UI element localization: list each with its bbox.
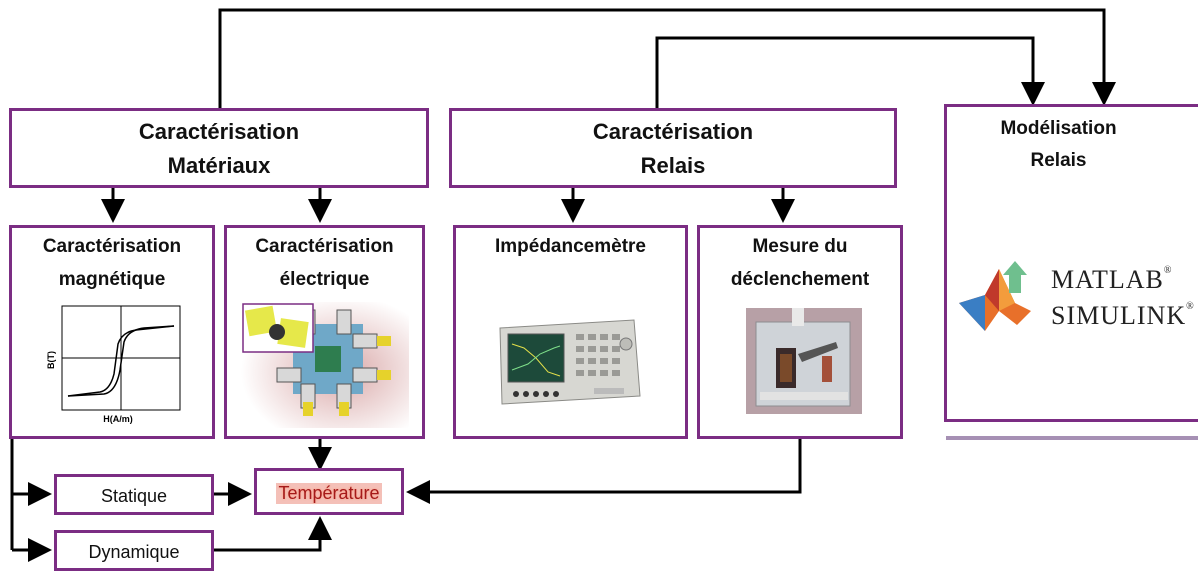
modelisation-title-line1: Modélisation [1000,118,1117,139]
magnetique-title-line1: Caractérisation [42,236,182,257]
relais-title-line1: Caractérisation [592,119,754,144]
impedance-analyzer-image [499,319,641,405]
logo-matlab-text: MATLAB® [1051,265,1173,294]
materiaux-title-line1: Caractérisation [138,119,300,144]
electrical-probe-photo [241,302,409,428]
electrique-title-line2: électrique [279,269,370,290]
modelisation-title-line2: Relais [1030,150,1087,171]
dynamique-label: Dynamique [88,542,180,562]
box-mesure-declenchement: Mesure du déclenchement [697,225,903,439]
materiaux-title-line2: Matériaux [167,153,271,178]
box-statique: Statique [54,474,214,515]
box-caracterisation-relais: Caractérisation Relais [449,108,897,188]
modelisation-shadow-line [946,436,1198,440]
bh-xlabel: H(A/m) [103,414,133,424]
box-caracterisation-materiaux: Caractérisation Matériaux [9,108,429,188]
box-dynamique: Dynamique [54,530,214,571]
bh-ylabel: B(T) [46,351,56,369]
box-caracterisation-magnetique: Caractérisation magnétique H(A/m) B(T) [9,225,215,439]
mesure-title-line2: déclenchement [730,269,870,290]
mesure-title-line1: Mesure du [752,236,848,257]
box-modelisation-relais: Modélisation Relais MATLAB® SIMULINK® [944,104,1198,422]
bh-hysteresis-plot: H(A/m) B(T) [46,305,181,424]
arrow-relais-to-modelisation [655,36,1045,108]
temperature-label: Température [276,483,382,504]
arrow-dynamique-to-temperature [213,516,332,552]
impedancemetre-title: Impédancemètre [494,236,646,257]
matlab-simulink-logo: MATLAB® SIMULINK® [955,255,1195,345]
electrique-title-line1: Caractérisation [255,236,394,257]
statique-label: Statique [100,486,168,506]
box-impedancemetre: Impédancemètre [453,225,688,439]
relay-photo [746,308,862,414]
box-caracterisation-electrique: Caractérisation électrique [224,225,425,439]
logo-simulink-text: SIMULINK® [1051,301,1195,330]
magnetique-title-line2: magnétique [58,269,166,290]
box-temperature: Température [254,468,404,515]
matlab-membrane-icon [959,261,1031,331]
arrow-materiaux-to-modelisation [218,8,1116,108]
arrow-mesure-to-temperature [406,438,802,504]
relais-title-line2: Relais [640,153,706,178]
